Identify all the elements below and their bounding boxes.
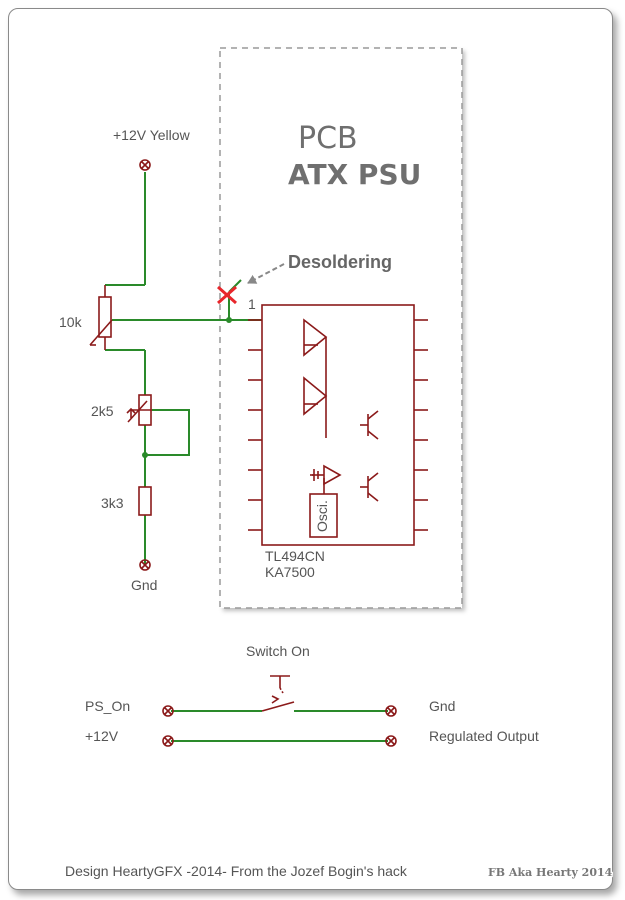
terminal-12v: [162, 735, 174, 747]
terminal-gnd: [139, 559, 151, 571]
label-switch-on: Switch On: [246, 643, 310, 659]
pcb-boundary: [219, 47, 463, 609]
label-ic-ka7500: KA7500: [265, 564, 315, 580]
label-regulated-output: Regulated Output: [429, 728, 539, 744]
ic-output-transistor-1: [360, 410, 379, 440]
label-3k3: 3k3: [101, 495, 124, 511]
ic-right-pins: [414, 319, 428, 531]
switch-on: [261, 675, 295, 712]
terminal-gnd-right: [385, 705, 397, 717]
wire-trimmer-wiper-loop: [145, 409, 190, 456]
label-12v: +12V: [85, 728, 119, 744]
ic-left-pins: [248, 319, 262, 531]
ic-tl494-body: [261, 304, 415, 546]
pcb-title: PCB: [298, 121, 358, 156]
ic-error-amp-2: [303, 376, 328, 438]
footer-credit: Design HeartyGFX -2014- From the Jozef B…: [65, 863, 408, 879]
label-ps-on: PS_On: [85, 698, 130, 714]
label-2k5: 2k5: [91, 403, 114, 419]
label-pin-1: 1: [248, 296, 256, 312]
desoldering-label: Desoldering: [288, 252, 392, 272]
ic-output-transistor-2: [360, 472, 379, 502]
label-12v-yellow: +12V Yellow: [113, 127, 191, 143]
ic-oscillator-block: [309, 493, 338, 538]
ic-comparator: [310, 464, 342, 494]
terminal-ps-on: [162, 705, 174, 717]
junction-dot: [226, 317, 232, 323]
label-10k: 10k: [59, 314, 83, 330]
resistor-3k3: [138, 486, 152, 516]
trimmer-2k5: [126, 394, 152, 426]
pcb-subtitle: ATX PSU: [288, 158, 421, 191]
desoldering-arrow: [247, 263, 285, 284]
desolder-cross: [217, 285, 237, 305]
label-gnd-right: Gnd: [429, 698, 455, 714]
label-oscillator: Osci.: [314, 500, 330, 532]
ic-error-amp-1: [303, 318, 328, 396]
label-gnd: Gnd: [131, 577, 157, 593]
potentiometer-10k: [89, 285, 113, 350]
junction-dot: [142, 452, 148, 458]
footer-signature: FB Aka Hearty 2014: [488, 866, 613, 879]
terminal-12v-yellow: [139, 159, 151, 171]
label-ic-tl494cn: TL494CN: [265, 548, 325, 564]
components: [89, 159, 428, 747]
terminal-regulated-output: [385, 735, 397, 747]
